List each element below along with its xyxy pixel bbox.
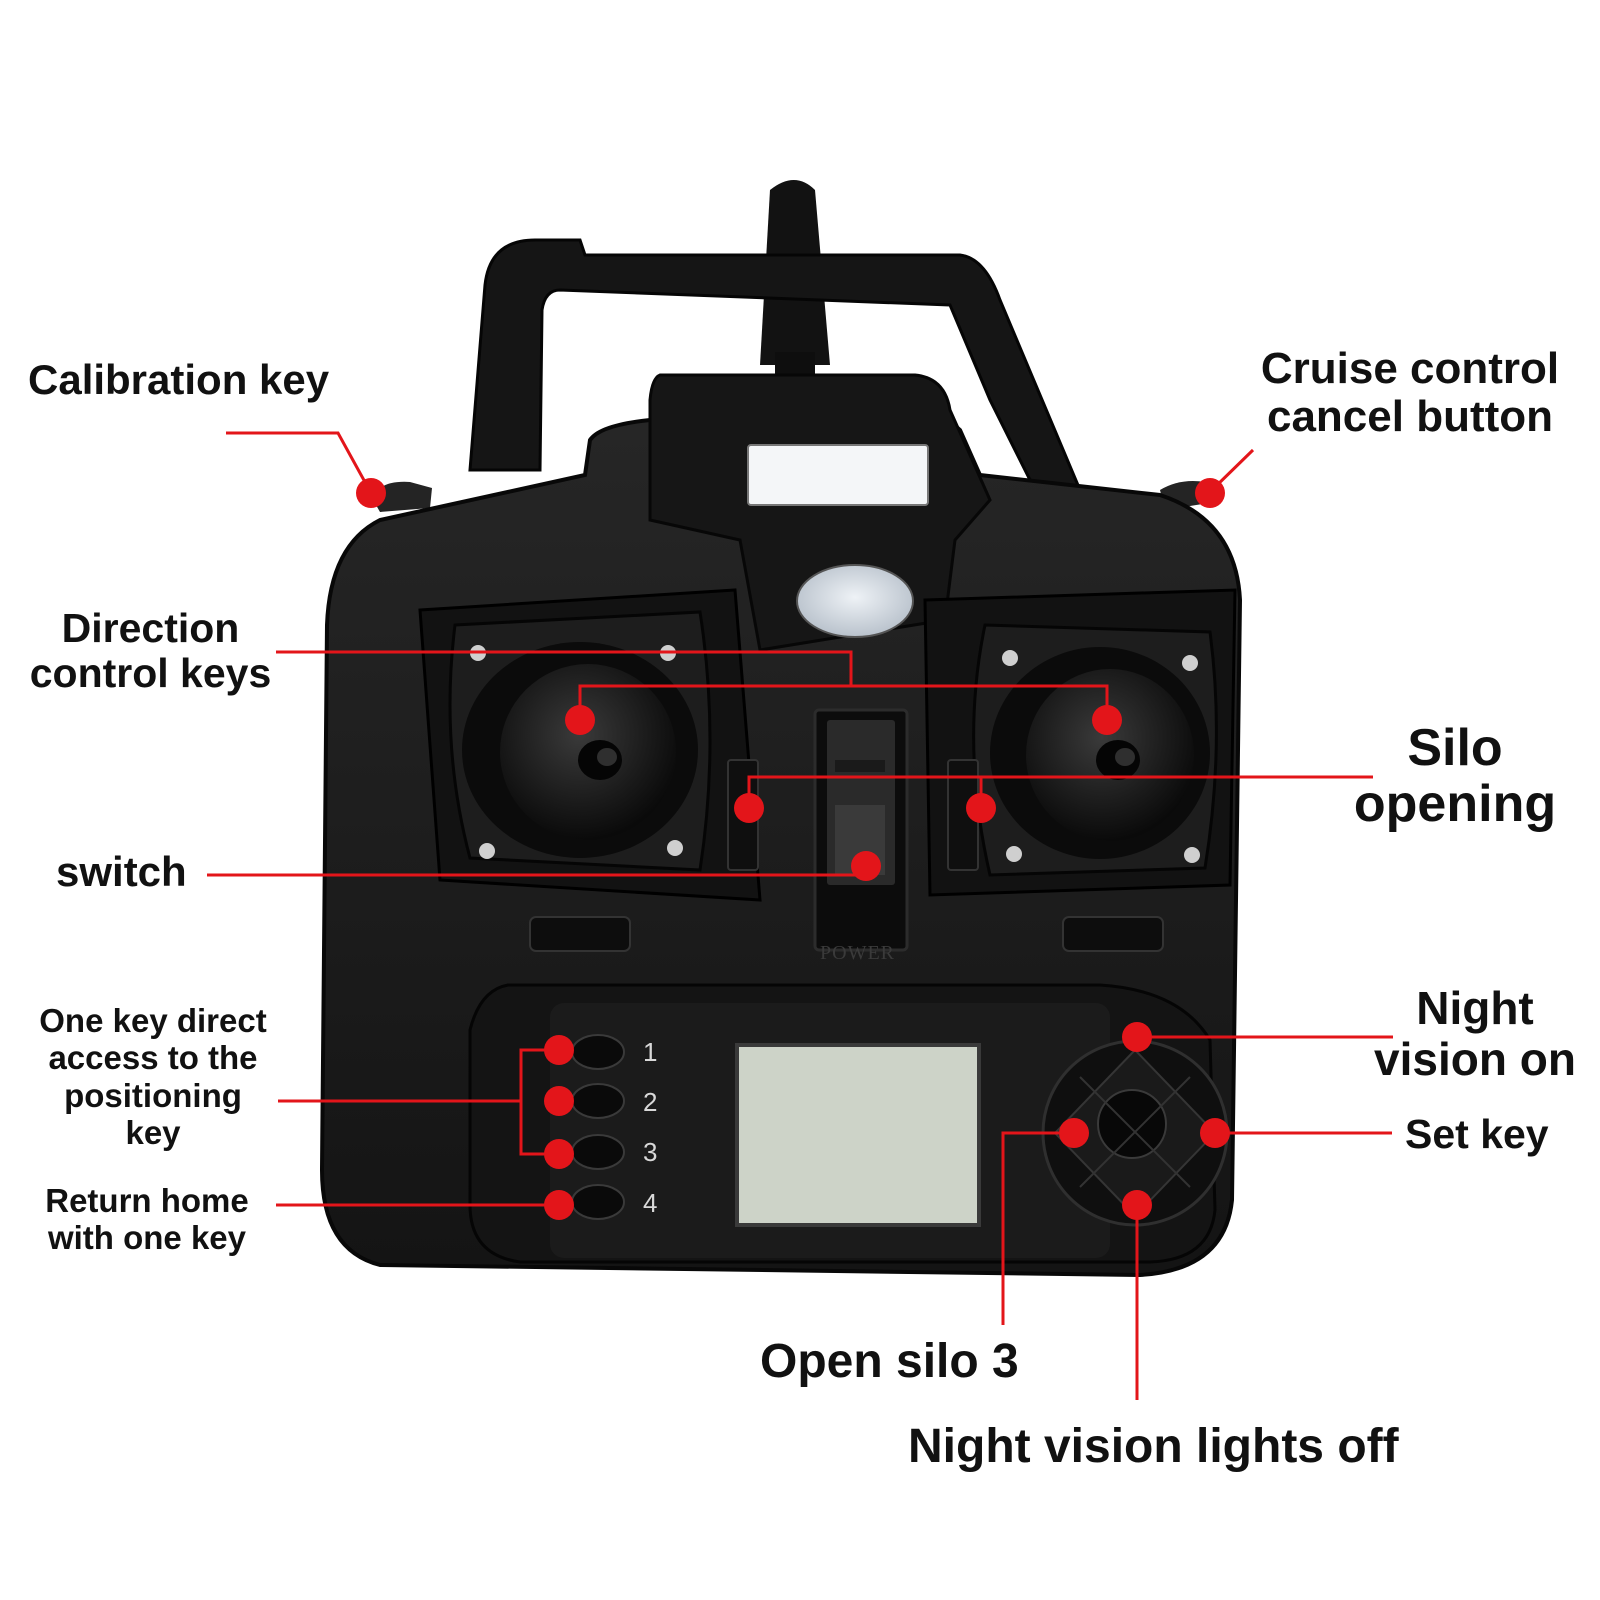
side-button-1[interactable]	[571, 1034, 625, 1070]
switch-label: switch	[56, 848, 187, 895]
cruise-marker	[1195, 478, 1225, 508]
side-buttons	[571, 1034, 625, 1220]
open-silo-callout-line	[1001, 1131, 1074, 1325]
silo-left-marker	[734, 793, 764, 823]
silo-right-marker	[966, 793, 996, 823]
side-button-4[interactable]	[571, 1184, 625, 1220]
callout-lines	[207, 431, 1393, 1400]
right-joystick-icon[interactable]	[1096, 740, 1140, 780]
cruise-control-label: Cruise control cancel button	[1260, 344, 1560, 442]
side-button-2[interactable]	[571, 1083, 625, 1119]
callout-markers	[356, 478, 1230, 1220]
open-silo-3-label: Open silo 3	[760, 1335, 1019, 1388]
night-vision-on-label: Night vision on	[1374, 982, 1576, 1085]
bottom-right-trim[interactable]	[1062, 916, 1164, 952]
left-joystick-icon[interactable]	[578, 740, 622, 780]
calibration-marker	[356, 478, 386, 508]
button-1-marker	[544, 1035, 574, 1065]
lcd-screen	[735, 1043, 981, 1227]
set-key-label: Set key	[1405, 1111, 1549, 1157]
calibration-shoulder-button[interactable]	[372, 481, 432, 512]
return-home-label: Return home with one key	[45, 1182, 249, 1256]
dpad-up-marker	[1122, 1022, 1152, 1052]
handle-icon	[468, 238, 1083, 502]
dpad-right-marker	[1200, 1118, 1230, 1148]
calibration-callout-line	[226, 431, 373, 494]
power-switch[interactable]	[813, 708, 909, 952]
side-button-3[interactable]	[571, 1134, 625, 1170]
button-2-marker	[544, 1086, 574, 1116]
d-pad-icon[interactable]	[1041, 1039, 1229, 1227]
silo-opening-label: Silo opening	[1353, 719, 1557, 834]
direction-control-label: Direction control keys	[29, 605, 272, 697]
left-stick-marker	[565, 705, 595, 735]
button-4-marker	[544, 1190, 574, 1220]
button-number-4: 4	[643, 1188, 658, 1218]
top-display-window	[747, 444, 929, 506]
night-vision-off-label: Night vision lights off	[908, 1420, 1399, 1473]
switch-marker	[851, 851, 881, 881]
power-label: POWER	[820, 942, 895, 964]
button-number-1: 1	[643, 1037, 658, 1067]
button-number-2: 2	[643, 1087, 658, 1117]
right-stick-marker	[1092, 705, 1122, 735]
dpad-left-marker	[1059, 1118, 1089, 1148]
positioning-bracket	[519, 1048, 559, 1156]
dpad-down-marker	[1122, 1190, 1152, 1220]
positioning-key-label: One key direct access to the positioning…	[39, 1002, 267, 1151]
button-number-3: 3	[643, 1137, 658, 1167]
button-3-marker	[544, 1139, 574, 1169]
calibration-key-label: Calibration key	[28, 356, 330, 403]
bottom-left-trim[interactable]	[529, 916, 631, 952]
center-oval-button[interactable]	[796, 564, 914, 638]
